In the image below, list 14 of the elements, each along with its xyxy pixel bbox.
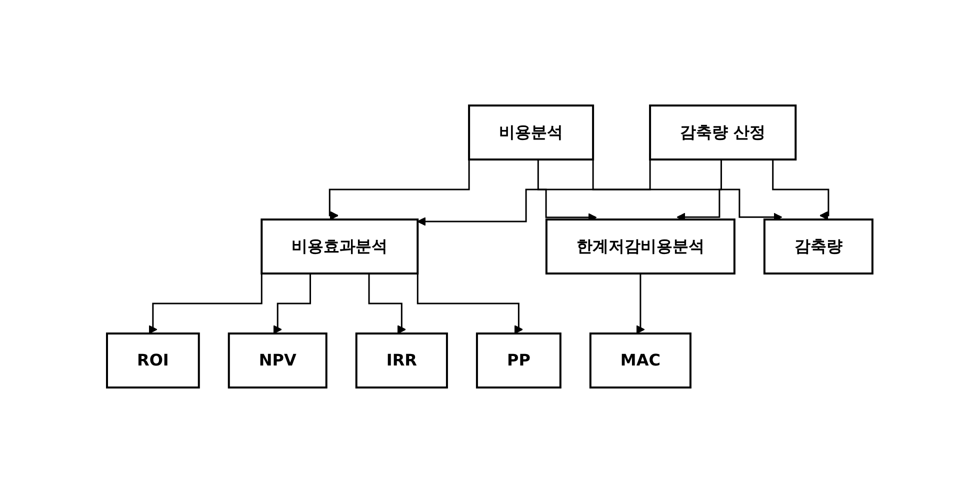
node-box: 비용분석 <box>468 104 594 160</box>
node-box: 한계저감비용분석 <box>546 218 736 274</box>
arrow <box>274 274 312 334</box>
node-box: IRR <box>356 332 448 388</box>
node-box: NPV <box>228 332 328 388</box>
arrow <box>772 160 830 220</box>
node-box: MAC <box>590 332 692 388</box>
node-box: PP <box>476 332 562 388</box>
arrow <box>636 274 646 334</box>
arrow <box>368 274 406 334</box>
node-box: 비용효과분석 <box>260 218 419 274</box>
node-box: ROI <box>106 332 200 388</box>
node-box: 감축량 <box>764 218 874 274</box>
node-box: 감축량 산정 <box>649 104 797 160</box>
